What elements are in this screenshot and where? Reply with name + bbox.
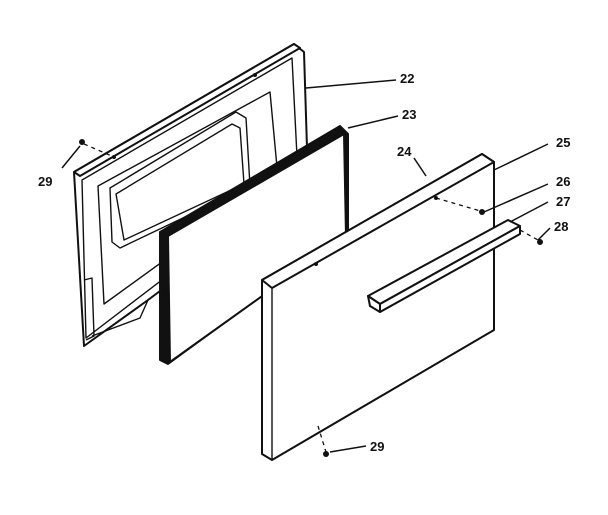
door-handle-part-27 bbox=[367, 219, 521, 313]
callout-28: 28 bbox=[554, 219, 568, 234]
callout-29-left: 29 bbox=[38, 174, 52, 189]
callout-29-bottom: 29 bbox=[370, 439, 384, 454]
screw-28 bbox=[537, 239, 543, 245]
screw-29-top bbox=[79, 139, 85, 145]
callout-26: 26 bbox=[556, 174, 570, 189]
screws bbox=[79, 139, 543, 457]
callout-25: 25 bbox=[556, 135, 570, 150]
callout-27: 27 bbox=[556, 194, 570, 209]
callout-23: 23 bbox=[402, 107, 416, 122]
callout-24: 24 bbox=[397, 144, 412, 159]
screw-29-bottom bbox=[323, 451, 329, 457]
leader-lines bbox=[61, 79, 551, 453]
callout-22: 22 bbox=[400, 71, 414, 86]
callout-labels: 22 23 24 25 26 27 28 29 29 bbox=[38, 71, 570, 454]
screw-26 bbox=[479, 209, 485, 215]
